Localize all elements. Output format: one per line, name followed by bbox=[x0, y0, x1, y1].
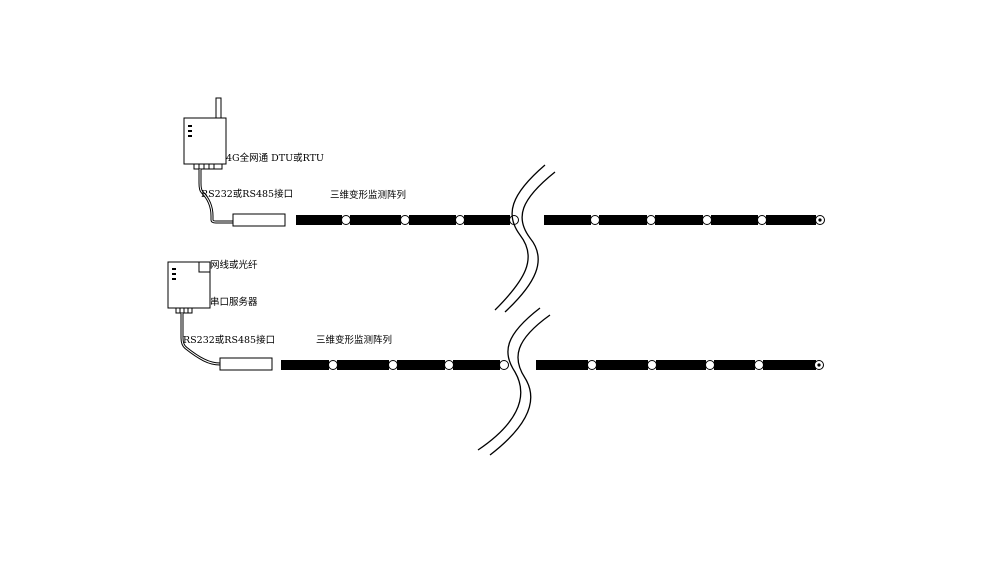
array-segment bbox=[655, 215, 703, 225]
converter-module-icon bbox=[232, 213, 286, 227]
array-segment bbox=[337, 360, 389, 370]
array-segment bbox=[544, 215, 591, 225]
serial-server-icon bbox=[167, 261, 211, 314]
array-node bbox=[754, 360, 764, 370]
array-label: 三维变形监测阵列 bbox=[330, 189, 406, 201]
array-segment bbox=[599, 215, 647, 225]
array-segment bbox=[763, 360, 816, 370]
array-segment bbox=[296, 215, 342, 225]
network-port-icon bbox=[198, 261, 211, 273]
dtu-device-label: 4G全网通 DTU或RTU bbox=[226, 152, 324, 164]
array-node bbox=[647, 360, 657, 370]
array-node bbox=[455, 215, 465, 225]
array-node bbox=[341, 215, 351, 225]
system-dtu: 4G全网通 DTU或RTU RS232或RS485接口 三维变形监测阵列 bbox=[183, 97, 825, 313]
array-segment bbox=[714, 360, 755, 370]
array-segment bbox=[281, 360, 329, 370]
array-segment bbox=[453, 360, 500, 370]
array-segment bbox=[409, 215, 456, 225]
antenna-icon bbox=[215, 97, 222, 119]
monitoring-array bbox=[296, 215, 825, 225]
array-segment bbox=[397, 360, 445, 370]
interface-label: RS232或RS485接口 bbox=[201, 188, 293, 200]
array-label: 三维变形监测阵列 bbox=[316, 334, 392, 346]
array-node bbox=[757, 215, 767, 225]
array-node bbox=[646, 215, 656, 225]
array-node bbox=[705, 360, 715, 370]
array-node bbox=[444, 360, 454, 370]
array-segment bbox=[711, 215, 758, 225]
array-node bbox=[590, 215, 600, 225]
system-serial-server: 网线或光纤 串口服务器 RS232或RS485接口 三维变形监测阵列 bbox=[167, 259, 824, 456]
network-label: 网线或光纤 bbox=[210, 259, 258, 271]
array-segment bbox=[464, 215, 510, 225]
array-segment bbox=[596, 360, 648, 370]
converter-module-icon bbox=[219, 357, 273, 371]
array-segment bbox=[766, 215, 816, 225]
array-node bbox=[499, 360, 509, 370]
array-segment bbox=[656, 360, 706, 370]
array-node bbox=[400, 215, 410, 225]
break-symbol bbox=[494, 164, 556, 313]
break-symbol bbox=[477, 307, 551, 456]
array-node bbox=[702, 215, 712, 225]
interface-label: RS232或RS485接口 bbox=[183, 334, 275, 346]
array-node bbox=[328, 360, 338, 370]
array-segment bbox=[536, 360, 588, 370]
array-segment bbox=[350, 215, 401, 225]
array-node bbox=[587, 360, 597, 370]
monitoring-array bbox=[281, 360, 824, 370]
array-node bbox=[388, 360, 398, 370]
dtu-device-icon bbox=[183, 117, 227, 170]
serial-server-label: 串口服务器 bbox=[210, 296, 258, 308]
